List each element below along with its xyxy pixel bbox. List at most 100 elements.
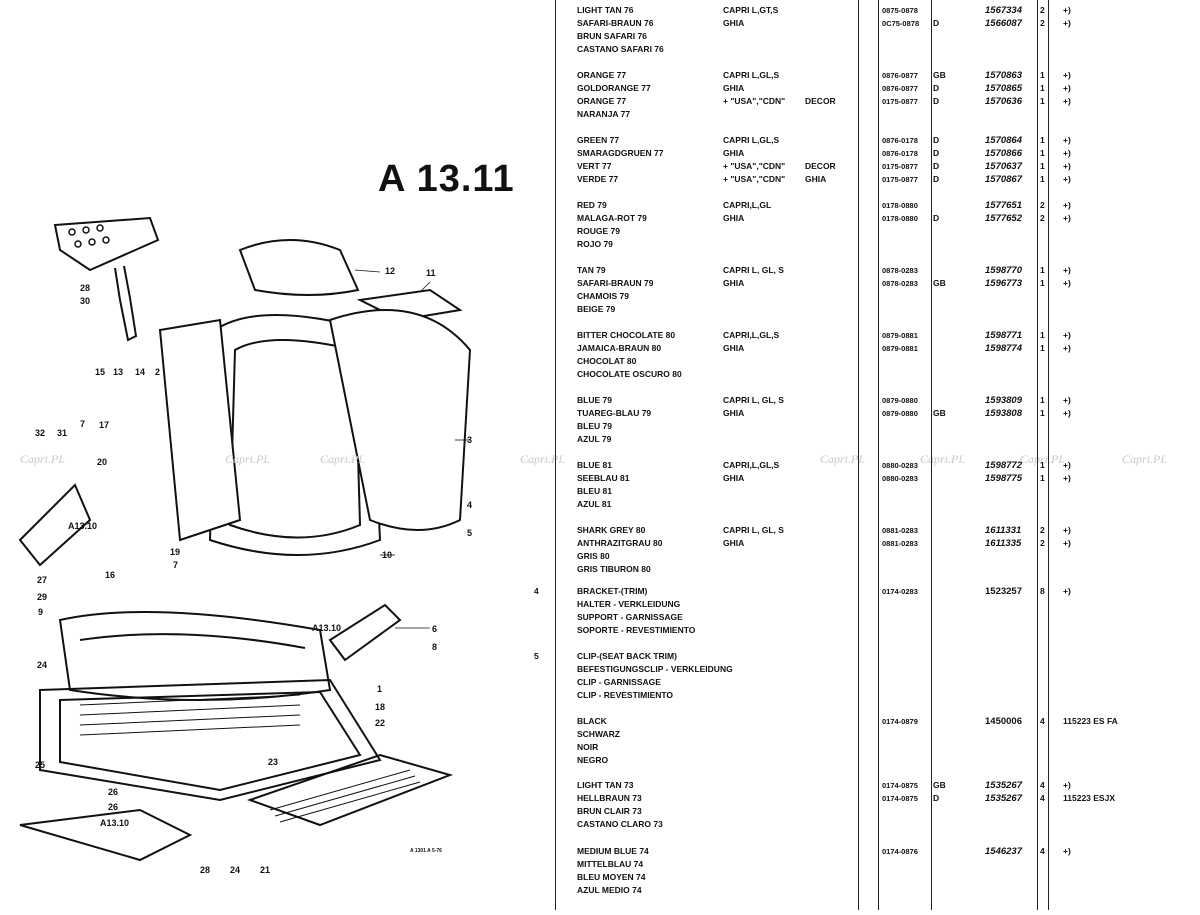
table-row: SCHWARZ bbox=[540, 728, 1200, 741]
cell-desc: BRUN CLAIR 73 bbox=[577, 806, 642, 816]
table-row: BLEU 81 bbox=[540, 485, 1200, 498]
callout-label: A13.10 bbox=[312, 623, 342, 633]
callout-label: 26 bbox=[108, 787, 119, 797]
cell-desc: VERT 77 bbox=[577, 161, 612, 171]
table-row: BEIGE 79 bbox=[540, 303, 1200, 316]
cell-qty: 2 bbox=[1040, 525, 1045, 535]
column-divider bbox=[931, 0, 932, 910]
table-row: CASTANO SAFARI 76 bbox=[540, 43, 1200, 56]
cell-desc: CHOCOLATE OSCURO 80 bbox=[577, 369, 682, 379]
cell-date: 0174-0879 bbox=[882, 717, 918, 726]
table-row: BRUN SAFARI 76 bbox=[540, 30, 1200, 43]
cell-code: GB bbox=[933, 70, 946, 80]
watermark: Capri.PL bbox=[1122, 452, 1168, 466]
cell-model: GHIA bbox=[723, 343, 745, 353]
cell-part: 1577652 bbox=[985, 213, 1022, 224]
seat-line-drawing bbox=[18, 216, 472, 862]
cell-desc: MEDIUM BLUE 74 bbox=[577, 846, 649, 856]
watermark: Capri.PL bbox=[520, 452, 566, 466]
callout-label: A13.10 bbox=[100, 818, 130, 828]
cell-code: D bbox=[933, 83, 940, 93]
cell-desc: BLEU 81 bbox=[577, 486, 612, 496]
cell-desc: NOIR bbox=[577, 742, 599, 752]
cell-date: 0879-0880 bbox=[882, 396, 918, 405]
cell-note: +) bbox=[1063, 586, 1071, 596]
watermark: Capri.PL bbox=[225, 452, 271, 466]
cell-note: +) bbox=[1063, 200, 1071, 210]
cell-date: 0174-0875 bbox=[882, 794, 918, 803]
cell-desc: SOPORTE - REVESTIMIENTO bbox=[577, 625, 696, 635]
cell-part: 1535267 bbox=[985, 780, 1022, 791]
callout-label: 20 bbox=[97, 457, 108, 467]
cell-date: 0880-0283 bbox=[882, 461, 918, 470]
cell-desc: ROUGE 79 bbox=[577, 226, 620, 236]
cell-desc: SCHWARZ bbox=[577, 729, 620, 739]
table-row: HALTER - VERKLEIDUNG bbox=[540, 598, 1200, 611]
cell-desc: CHOCOLAT 80 bbox=[577, 356, 637, 366]
watermark: Capri.PL bbox=[320, 452, 366, 466]
cell-desc: BEIGE 79 bbox=[577, 304, 616, 314]
cell-desc: ANTHRAZITGRAU 80 bbox=[577, 538, 663, 548]
callout-label: 17 bbox=[99, 420, 110, 430]
cell-date: 0175-0877 bbox=[882, 162, 918, 171]
cell-date: 0879-0880 bbox=[882, 409, 918, 418]
cell-desc: BRACKET-(TRIM) bbox=[577, 586, 648, 596]
cell-code: D bbox=[933, 213, 940, 223]
cell-desc: GREEN 77 bbox=[577, 135, 620, 145]
cell-extra: DECOR bbox=[805, 96, 836, 106]
cell-model: CAPRI,L,GL,S bbox=[723, 330, 780, 340]
column-divider bbox=[1048, 0, 1049, 910]
cell-date: 0178-0880 bbox=[882, 214, 918, 223]
callout-label: 9 bbox=[38, 607, 44, 617]
cell-qty: 2 bbox=[1040, 200, 1045, 210]
cell-part: 1598771 bbox=[985, 330, 1022, 341]
cell-date: 0881-0283 bbox=[882, 539, 918, 548]
cell-model: GHIA bbox=[723, 83, 745, 93]
callout-label: 5 bbox=[467, 528, 473, 538]
cell-desc: NARANJA 77 bbox=[577, 109, 631, 119]
callout-label: 28 bbox=[80, 283, 91, 293]
cell-desc: GRIS 80 bbox=[577, 551, 610, 561]
cell-qty: 1 bbox=[1040, 473, 1045, 483]
cell-desc: SAFARI-BRAUN 76 bbox=[577, 18, 654, 28]
cell-part: 1570863 bbox=[985, 70, 1022, 81]
cell-qty: 1 bbox=[1040, 70, 1045, 80]
cell-model: CAPRI L, GL, S bbox=[723, 395, 784, 405]
cell-code: GB bbox=[933, 408, 946, 418]
cell-desc: BLACK bbox=[577, 716, 607, 726]
table-row: ROUGE 79 bbox=[540, 225, 1200, 238]
callout-label: 6 bbox=[432, 624, 438, 634]
cell-date: 0174-0875 bbox=[882, 781, 918, 790]
cell-date: 0C75-0878 bbox=[882, 19, 920, 28]
cell-qty: 1 bbox=[1040, 343, 1045, 353]
table-row: CHOCOLAT 80 bbox=[540, 355, 1200, 368]
cell-date: 0879-0881 bbox=[882, 344, 918, 353]
callout-label: 7 bbox=[173, 560, 179, 570]
cell-desc: SHARK GREY 80 bbox=[577, 525, 646, 535]
cell-date: 0178-0880 bbox=[882, 201, 918, 210]
cell-model: + "USA","CDN" bbox=[723, 161, 786, 171]
cell-desc: CASTANO CLARO 73 bbox=[577, 819, 663, 829]
cell-qty: 1 bbox=[1040, 395, 1045, 405]
callout-label: 26 bbox=[108, 802, 119, 812]
cell-part: 1523257 bbox=[985, 586, 1022, 597]
cell-desc: SUPPORT - GARNISSAGE bbox=[577, 612, 683, 622]
cell-part: 1598775 bbox=[985, 473, 1022, 484]
cell-part: 1577651 bbox=[985, 200, 1022, 211]
callout-label: 12 bbox=[385, 266, 396, 276]
cell-part: 1598774 bbox=[985, 343, 1022, 354]
table-row: BRUN CLAIR 73 bbox=[540, 805, 1200, 818]
table-row: CLIP - GARNISSAGE bbox=[540, 676, 1200, 689]
cell-desc: BLUE 79 bbox=[577, 395, 612, 405]
cell-note: +) bbox=[1063, 83, 1071, 93]
